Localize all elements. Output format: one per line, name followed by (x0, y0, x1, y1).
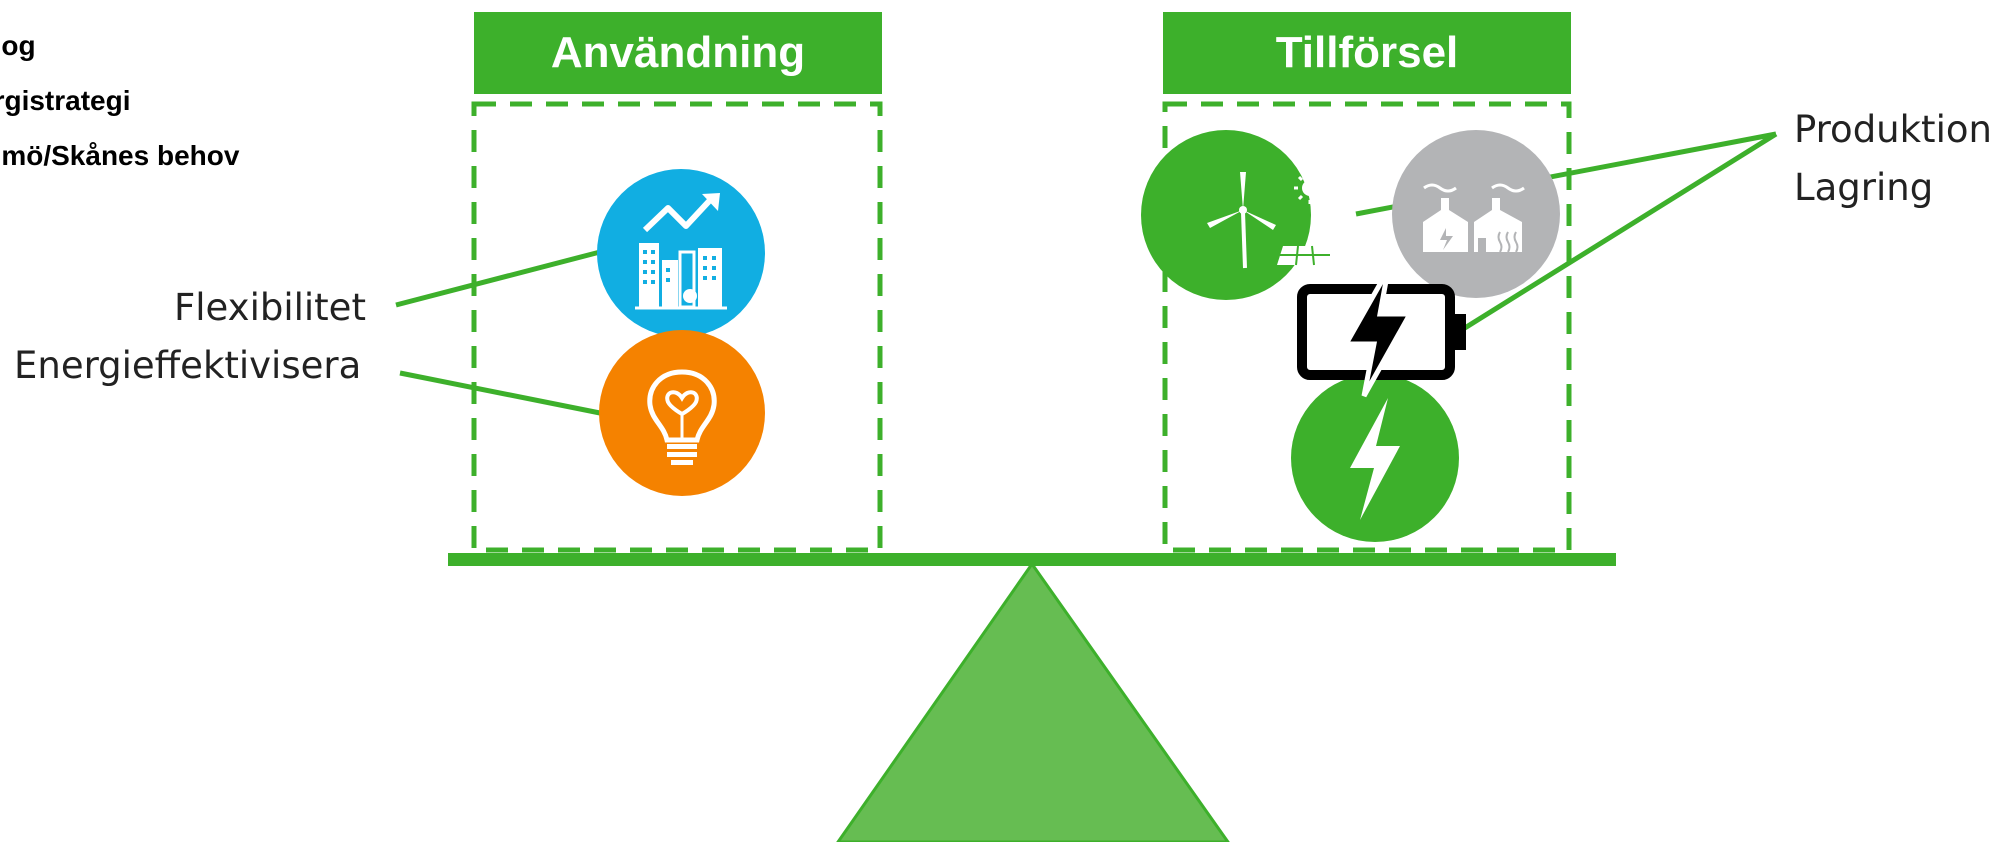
fulcrum-triangle (836, 561, 1230, 842)
battery-charging-icon (1297, 268, 1466, 398)
production-connector-b (1458, 131, 1778, 334)
flexibility-label: Flexibilitet (174, 286, 366, 329)
usage-panel-outline (471, 101, 883, 553)
factory-icon (1392, 130, 1560, 298)
storage-label: Lagring (1794, 166, 1934, 209)
efficiency-label: Energieffektivisera (14, 344, 362, 387)
bullet-item: almö/Skånes behov (0, 140, 240, 171)
usage-title: Användning (550, 28, 806, 77)
efficiency-connector (399, 370, 601, 416)
lightning-icon (1291, 374, 1459, 542)
bullet-list: alog ergistrategi almö/Skånes behov (0, 18, 239, 183)
balance-beam (448, 553, 1616, 566)
supply-title: Tillförsel (1275, 28, 1459, 77)
wind-solar-icon (1141, 130, 1333, 300)
flexibility-connector (395, 249, 601, 308)
production-label: Produktion (1794, 108, 1992, 151)
bullet-item: alog (0, 30, 36, 61)
lightbulb-heart-icon (599, 330, 765, 496)
supply-header: Tillförsel (1163, 12, 1571, 94)
bullet-item: ergistrategi (0, 85, 131, 116)
supply-panel-outline (1162, 101, 1572, 553)
usage-header: Användning (474, 12, 882, 94)
city-growth-icon (597, 169, 765, 337)
